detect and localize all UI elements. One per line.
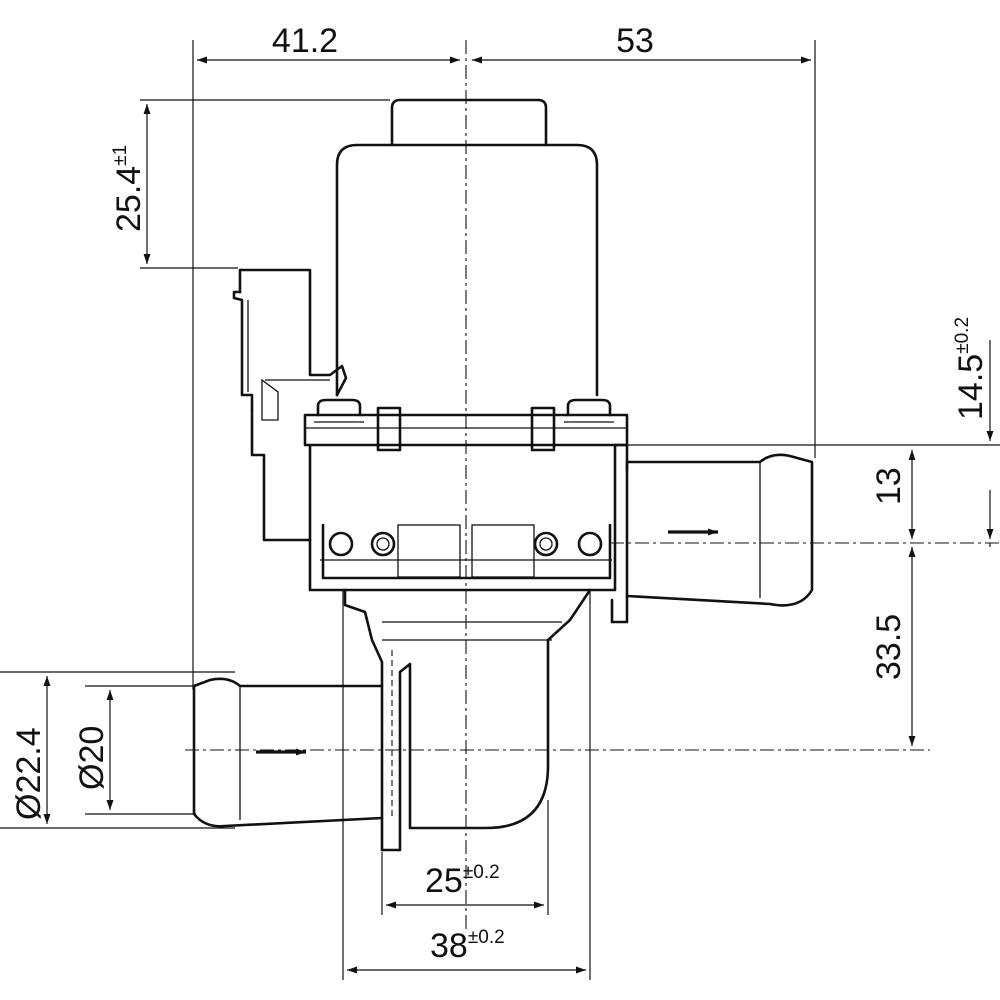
outlet-pipe: [625, 453, 814, 607]
dim-25-4: 25.4: [110, 166, 148, 232]
mount-hole-1: [328, 531, 354, 557]
svg-text:25.4±1: 25.4±1: [110, 145, 148, 232]
coil-housing: [335, 98, 599, 397]
dimension-right: 14.5±0.2 13 33.5: [627, 317, 1000, 746]
coil-body: [335, 143, 599, 397]
dim-25-4-tolerance: ±1: [110, 145, 131, 166]
mount-hole-4: [577, 531, 603, 557]
flange: [303, 398, 629, 452]
mount-hole-2: [370, 531, 396, 557]
flange-plate: [303, 413, 629, 447]
flow-arrows: [256, 528, 718, 756]
dim-d20: Ø20: [73, 726, 111, 790]
connector-body: [238, 268, 348, 397]
connector-lower: [250, 408, 312, 542]
dim-25: 25: [425, 862, 463, 900]
dim-41-2: 41.2: [272, 22, 338, 60]
dimension-top: 41.2 53: [192, 22, 816, 690]
dim-53: 53: [616, 22, 654, 60]
screw-right: [566, 398, 612, 417]
elbow-outline: [343, 588, 592, 852]
coil-cap: [390, 98, 548, 147]
svg-text:25±0.2: 25±0.2: [425, 862, 500, 900]
mount-hole-3: [533, 531, 559, 557]
center-lines: [185, 40, 1000, 930]
outlet-pipe-outline: [625, 453, 814, 607]
dim-38: 38: [430, 927, 468, 965]
dim-25-tolerance: ±0.2: [463, 862, 500, 883]
dim-14-5-tolerance: ±0.2: [952, 317, 973, 354]
dim-38-tolerance: ±0.2: [468, 927, 505, 948]
elbow-pipe: [343, 588, 592, 852]
dim-33-5: 33.5: [870, 614, 908, 680]
dim-14-5: 14.5: [952, 354, 990, 420]
valve-body: [308, 443, 629, 624]
svg-text:14.5±0.2: 14.5±0.2: [952, 317, 990, 420]
electrical-connector: [232, 268, 348, 542]
dimension-bottom: 25±0.2 38±0.2: [342, 590, 591, 980]
dimension-diameters: Ø22.4 Ø20: [0, 671, 235, 829]
dimension-25-4: 25.4±1: [110, 99, 390, 269]
svg-text:38±0.2: 38±0.2: [430, 927, 505, 965]
valve-body-outline: [308, 443, 617, 592]
screw-left: [316, 398, 362, 417]
dim-d22-4: Ø22.4: [10, 727, 48, 820]
dim-13: 13: [870, 467, 908, 505]
